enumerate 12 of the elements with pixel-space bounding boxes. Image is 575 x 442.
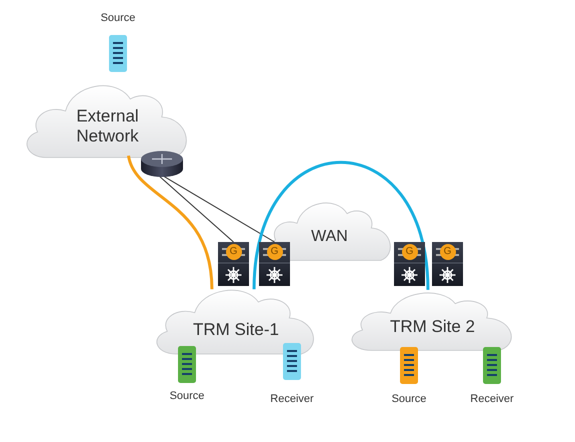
cloud-label: TRM Site 2	[388, 316, 476, 336]
server-label: Source	[100, 12, 136, 24]
server-label: Source	[168, 390, 206, 402]
cloud-label: WAN	[310, 227, 349, 246]
connector-line	[164, 176, 275, 242]
server-label: Receiver	[469, 393, 515, 405]
cloud-label: TRM Site-1	[192, 320, 280, 340]
server-label: Source	[390, 393, 428, 405]
cloud-label: External Network	[75, 106, 140, 146]
connector-line	[159, 176, 234, 242]
server-label: Receiver	[269, 393, 315, 405]
connector-line	[127, 155, 214, 290]
